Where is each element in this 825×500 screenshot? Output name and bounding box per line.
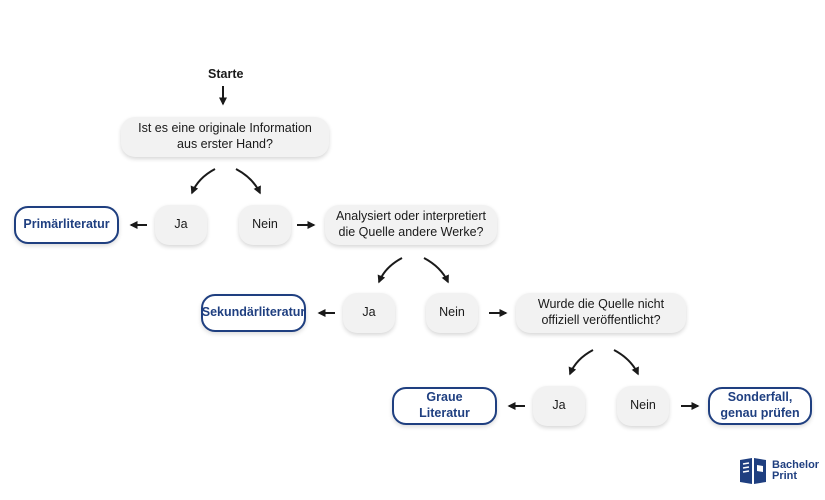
- start-label: Starte: [208, 67, 244, 81]
- q1-yes-box: Ja: [155, 205, 207, 245]
- q1-no-box: Nein: [239, 205, 291, 245]
- result-primaerliteratur: Primärliteratur: [14, 206, 119, 244]
- arrow-q2-to-yes: [377, 257, 403, 284]
- arrow-q1-to-yes: [190, 168, 216, 195]
- book-logo-icon: [740, 458, 766, 484]
- arrow-q2-to-no: [423, 257, 449, 284]
- q3-no-box: Nein: [617, 386, 669, 426]
- q2-no-box: Nein: [426, 293, 478, 333]
- logo-text-line2: Print: [772, 470, 798, 482]
- result-sonderfall: Sonderfall, genau prüfen: [708, 387, 812, 425]
- result-sekundaerliteratur: Sekundärliteratur: [201, 294, 306, 332]
- question-2-box: Analysiert oder interpretiert die Quelle…: [325, 205, 497, 245]
- bachelorprint-logo: Bachelor Print: [738, 456, 819, 486]
- logo-text-line1: Bachelor: [772, 459, 820, 471]
- question-1-box: Ist es eine originale Information aus er…: [121, 117, 329, 157]
- q2-yes-box: Ja: [343, 293, 395, 333]
- arrow-q1-to-no: [235, 168, 261, 195]
- arrow-q3-to-no: [613, 349, 639, 376]
- q3-yes-box: Ja: [533, 386, 585, 426]
- result-graue-literatur: Graue Literatur: [392, 387, 497, 425]
- arrow-q3-to-yes: [568, 349, 594, 376]
- question-3-box: Wurde die Quelle nicht offiziell veröffe…: [516, 293, 686, 333]
